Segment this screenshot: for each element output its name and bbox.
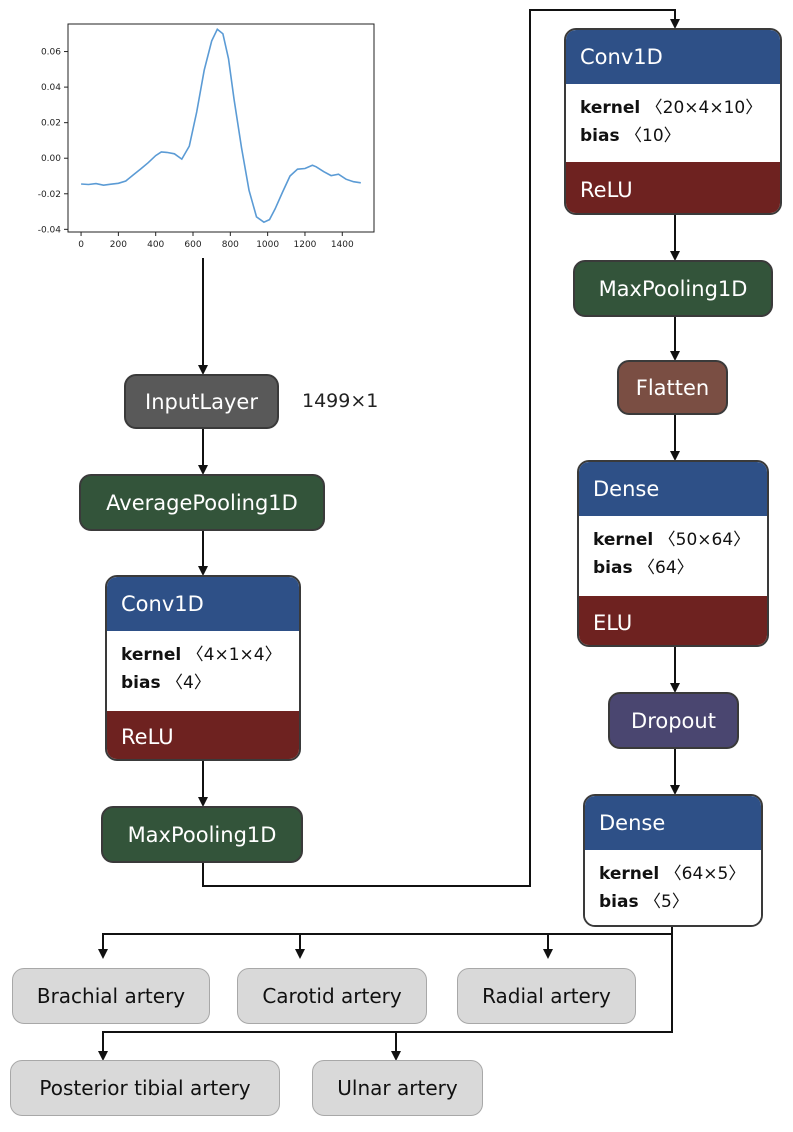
y-tick-label: 0.02 <box>41 119 61 129</box>
max-pooling-node-1: MaxPooling1D <box>101 806 303 863</box>
output-radial-artery: Radial artery <box>457 968 636 1024</box>
kernel-value: 〈20×4×10〉 <box>645 98 763 118</box>
input-shape-label: 1499×1 <box>302 390 379 412</box>
output-carotid-artery: Carotid artery <box>237 968 427 1024</box>
dense-title: Dense <box>585 796 761 850</box>
bias-row: bias 〈10〉 <box>580 122 780 150</box>
output-posterior-tibial-artery: Posterior tibial artery <box>10 1060 280 1116</box>
bias-row: bias 〈5〉 <box>599 888 761 916</box>
x-tick-label: 0 <box>78 240 84 250</box>
max-pooling-node-2: MaxPooling1D <box>573 260 773 317</box>
route-dense2-to-outputs-row2 <box>98 934 673 1061</box>
output-brachial-artery: Brachial artery <box>12 968 210 1024</box>
x-tick-label: 400 <box>147 240 164 250</box>
kernel-row: kernel 〈50×64〉 <box>593 526 767 554</box>
plot-frame <box>67 23 375 233</box>
bias-value: 〈5〉 <box>644 892 689 912</box>
y-tick-label: 0.04 <box>41 83 61 93</box>
bias-row: bias 〈4〉 <box>121 669 299 697</box>
elu-activation: ELU <box>579 596 767 645</box>
dense-card-2: Dense kernel 〈64×5〉 bias 〈5〉 <box>583 794 763 927</box>
bias-value: 〈10〉 <box>625 126 681 146</box>
input-layer-node: InputLayer <box>124 374 279 429</box>
x-tick-label: 1200 <box>294 240 317 250</box>
output-ulnar-artery: Ulnar artery <box>312 1060 483 1116</box>
dense-params: kernel 〈50×64〉 bias 〈64〉 <box>579 516 767 596</box>
x-tick-label: 1000 <box>256 240 279 250</box>
x-axis-ticks: 0 200 400 600 800 1000 1200 1400 <box>78 232 354 250</box>
y-tick-label: 0.00 <box>41 154 61 164</box>
kernel-value: 〈64×5〉 <box>664 864 746 884</box>
kernel-label: kernel <box>593 530 654 550</box>
conv1d-params: kernel 〈4×1×4〉 bias 〈4〉 <box>107 631 299 711</box>
dropout-node: Dropout <box>608 692 739 749</box>
kernel-row: kernel 〈64×5〉 <box>599 860 761 888</box>
kernel-row: kernel 〈20×4×10〉 <box>580 94 780 122</box>
conv1d-card-1: Conv1D kernel 〈4×1×4〉 bias 〈4〉 ReLU <box>105 575 301 761</box>
kernel-row: kernel 〈4×1×4〉 <box>121 641 299 669</box>
dense-params: kernel 〈64×5〉 bias 〈5〉 <box>585 850 761 925</box>
x-tick-label: 1400 <box>331 240 354 250</box>
y-axis-ticks: 0.06 0.04 0.02 0.00 -0.02 -0.04 <box>38 48 68 235</box>
bias-label: bias <box>580 126 620 146</box>
conv1d-title: Conv1D <box>107 577 299 631</box>
conv1d-title: Conv1D <box>566 30 780 84</box>
flatten-node: Flatten <box>617 360 728 415</box>
y-tick-label: -0.02 <box>38 190 61 200</box>
bias-label: bias <box>599 892 639 912</box>
bias-row: bias 〈64〉 <box>593 554 767 582</box>
route-maxpool1-to-conv2 <box>202 9 680 887</box>
kernel-label: kernel <box>580 98 641 118</box>
kernel-value: 〈50×64〉 <box>658 530 751 550</box>
input-signal-plot: 0.06 0.04 0.02 0.00 -0.02 -0.04 0 200 400 600 800… <box>38 23 375 250</box>
x-tick-label: 200 <box>110 240 127 250</box>
relu-activation: ReLU <box>107 711 299 759</box>
route-dense2-to-outputs-row1 <box>98 926 673 959</box>
bias-label: bias <box>121 673 161 693</box>
conv1d-params: kernel 〈20×4×10〉 bias 〈10〉 <box>566 84 780 162</box>
dense-card-1: Dense kernel 〈50×64〉 bias 〈64〉 ELU <box>577 460 769 647</box>
y-tick-label: 0.06 <box>41 48 61 58</box>
kernel-label: kernel <box>599 864 660 884</box>
y-tick-label: -0.04 <box>38 225 62 235</box>
conv1d-card-2: Conv1D kernel 〈20×4×10〉 bias 〈10〉 ReLU <box>564 28 782 215</box>
bias-value: 〈4〉 <box>166 673 211 693</box>
kernel-value: 〈4×1×4〉 <box>186 645 282 665</box>
dense-title: Dense <box>579 462 767 516</box>
x-tick-label: 800 <box>222 240 239 250</box>
x-tick-label: 600 <box>184 240 201 250</box>
average-pooling-node: AveragePooling1D <box>79 474 325 531</box>
bias-label: bias <box>593 558 633 578</box>
relu-activation: ReLU <box>566 162 780 213</box>
kernel-label: kernel <box>121 645 182 665</box>
bias-value: 〈64〉 <box>638 558 694 578</box>
signal-series-line <box>81 28 361 224</box>
